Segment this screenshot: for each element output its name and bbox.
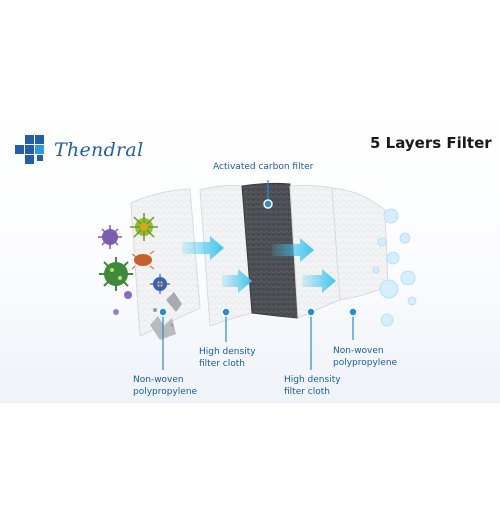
virus-icon (150, 274, 170, 294)
airflow-arrow-icon (222, 269, 252, 293)
brand-name: Thendral (54, 139, 144, 161)
virus-icon (98, 225, 122, 249)
virus-icon (113, 291, 132, 315)
airflow-arrow-icon (272, 238, 314, 262)
airflow-arrows (182, 236, 336, 293)
clean-air-bubble-icon (372, 208, 417, 327)
layer-3-label: Activated carbon filter (213, 162, 314, 172)
thendral-logo-icon (15, 135, 44, 164)
bacteria-icon (130, 213, 158, 241)
page-title: 5 Layers Filter (370, 134, 492, 152)
airflow-arrow-icon (182, 236, 224, 260)
virus-icon (99, 257, 133, 291)
airflow-arrow-icon (302, 269, 336, 293)
label-pointers (158, 180, 358, 370)
bacteria-icon (131, 250, 155, 270)
